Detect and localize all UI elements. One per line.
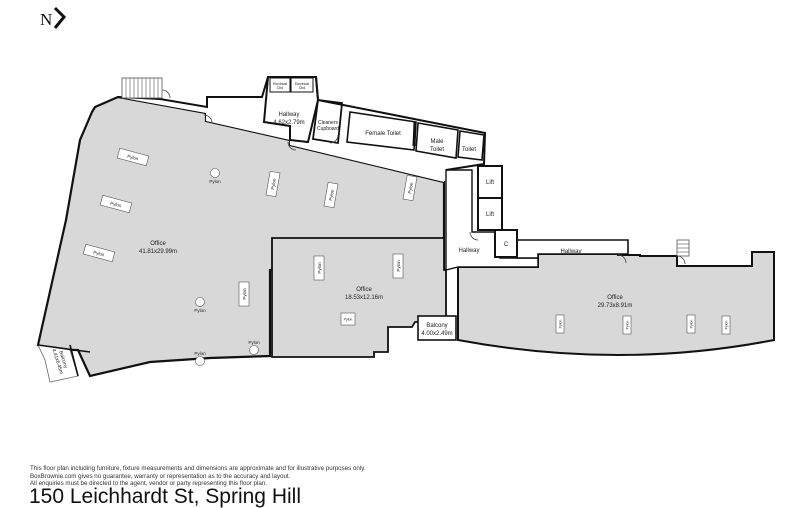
balcony-center-dims: 4.00x2.49m [421,331,452,337]
elec-1-line2: Cbd [277,86,283,90]
svg-text:Pylon: Pylon [690,320,694,329]
elec-2-line2: Cbd [299,86,305,90]
cleaners-label-1: Cleaners [318,120,339,126]
disclaimer-line: All enquiries must be directed to the ag… [30,480,267,488]
svg-text:Pylon: Pylon [270,178,277,190]
svg-text:Pylon: Pylon [194,351,206,356]
room-cleaners-cupboard [311,98,343,145]
office-main-name: Office [150,241,166,247]
stairs-east [676,239,690,257]
male-toilet-line1: Male [430,139,444,145]
office-center-dims: 18.53x12.16m [345,295,383,301]
svg-text:Pylon: Pylon [127,154,140,162]
office-center-name: Office [356,287,372,293]
hallway-north-dims: 4.62x2.79m [273,120,304,126]
disclaimer-line: This floor plan including furniture, fix… [30,465,366,472]
property-address: 150 Leichhardt St, Spring Hill [29,485,301,508]
north-arrow-icon: N [40,6,67,29]
stairs-nw [121,77,163,99]
svg-text:Pylon: Pylon [396,260,401,272]
room-male-toilet [415,122,459,159]
room-cupboard-c [494,229,518,258]
svg-text:Pylon: Pylon [725,321,729,330]
disclaimer: This floor plan including furniture, fix… [30,465,366,488]
pylons: Pylon Pylon Pylon Pylon Pylon Pylon Pylo… [82,147,731,335]
office-east-dims: 29.73x8.91m [598,303,633,309]
room-lift-2 [477,197,503,231]
balcony-sw-name: Balcony [57,350,68,369]
elec-2-line1: Electrical [295,82,309,86]
male-toilet-line2: Toilet [430,147,444,153]
hallway-east-name: Hallway [560,249,581,255]
cleaners-label-2: Cupboard [317,126,339,132]
floor-plan: Office 41.81x29.99m Office 18.53x12.16m … [36,76,775,383]
svg-text:Pylon: Pylon [194,308,206,313]
lift-2-name: Lift [486,212,494,218]
office-main-dims: 41.81x29.99m [139,249,177,255]
room-balcony-center [417,315,457,341]
hallway-north-name: Hallway [278,112,299,118]
hallway-west-name: Hallway [458,248,479,254]
svg-text:Pylon: Pylon [328,189,335,201]
svg-text:Pylon: Pylon [209,179,221,184]
cupboard-c-name: C [504,242,509,248]
balcony-center-name: Balcony [426,323,447,329]
room-female-toilet [346,111,417,151]
svg-text:Pylon: Pylon [242,288,247,300]
svg-text:Pylon: Pylon [110,201,123,209]
svg-text:N: N [40,10,52,29]
room-toilet [457,130,485,161]
disclaimer-line: BoxBrownie.com gives no guarantee, warra… [30,472,291,480]
lift-1-name: Lift [486,180,494,186]
svg-text:Pylon: Pylon [93,250,106,258]
female-toilet-name: Female Toilet [365,131,401,137]
svg-text:Pylon: Pylon [626,321,630,330]
svg-text:Pylon: Pylon [559,320,563,329]
doors [161,89,686,265]
svg-text:Pylon: Pylon [317,262,322,274]
round-pylons: Pylon Pylon Pylon Pylon [194,168,260,366]
office-east-name: Office [607,295,623,301]
svg-text:Pylon: Pylon [344,318,353,322]
svg-text:Pylon: Pylon [248,340,260,345]
elec-1-line1: Electrical [273,82,287,86]
toilet-name: Toilet [462,147,476,153]
svg-text:Pylon: Pylon [407,182,414,194]
